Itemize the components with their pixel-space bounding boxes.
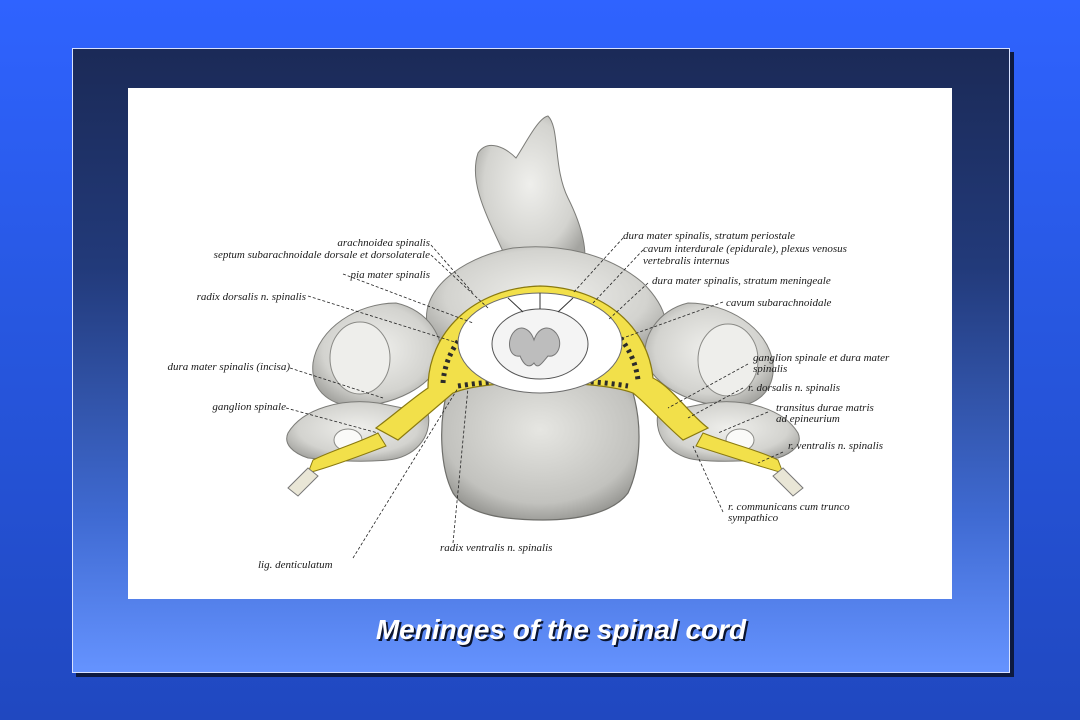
label-cavum-subarachnoidale: cavum subarachnoidale xyxy=(726,297,832,309)
label-arachnoidea: arachnoidea spinalis xyxy=(337,237,430,249)
label-radix-dorsalis: radix dorsalis n. spinalis xyxy=(196,291,306,303)
label-ganglion-dura-2: spinalis xyxy=(753,363,788,375)
label-transitus-2: ad epineurium xyxy=(776,413,840,425)
label-r-dorsalis: r. dorsalis n. spinalis xyxy=(748,382,840,394)
label-pia: pia mater spinalis xyxy=(350,269,430,281)
leader-lines xyxy=(285,237,784,559)
spinous-process xyxy=(474,115,586,269)
label-dura-periostale: dura mater spinalis, stratum periostale xyxy=(623,230,796,242)
label-r-communicans: r. communicans cum trunco xyxy=(728,501,850,513)
gray-matter xyxy=(509,327,561,367)
left-facet xyxy=(329,321,391,395)
vertebra-illustration xyxy=(285,115,804,559)
label-r-communicans-2: sympathico xyxy=(728,512,779,524)
label-ganglion-left: ganglion spinale xyxy=(212,401,286,413)
label-dura-meningeale: dura mater spinalis, stratum meningeale xyxy=(652,275,831,287)
slide-caption: Meninges of the spinal cord xyxy=(375,614,747,645)
label-transitus: transitus durae matris xyxy=(776,402,874,414)
label-cavum-interdurale-2: vertebralis internus xyxy=(643,255,730,267)
label-dura-incisa: dura mater spinalis (incisa) xyxy=(167,361,290,373)
label-radix-ventralis: radix ventralis n. spinalis xyxy=(440,542,553,554)
right-nerve-trunk xyxy=(772,467,804,497)
label-cavum-interdurale: cavum interdurale (epidurale), plexus ve… xyxy=(643,243,847,255)
anatomy-figure: arachnoidea spinalis septum subarachnoid… xyxy=(128,88,952,599)
label-septum: septum subarachnoidale dorsale et dorsol… xyxy=(213,249,430,261)
label-lig-denticulatum: lig. denticulatum xyxy=(258,559,333,571)
left-nerve-trunk xyxy=(287,467,319,497)
label-r-ventralis: r. ventralis n. spinalis xyxy=(788,440,884,452)
label-ganglion-dura: ganglion spinale et dura mater xyxy=(753,352,890,364)
